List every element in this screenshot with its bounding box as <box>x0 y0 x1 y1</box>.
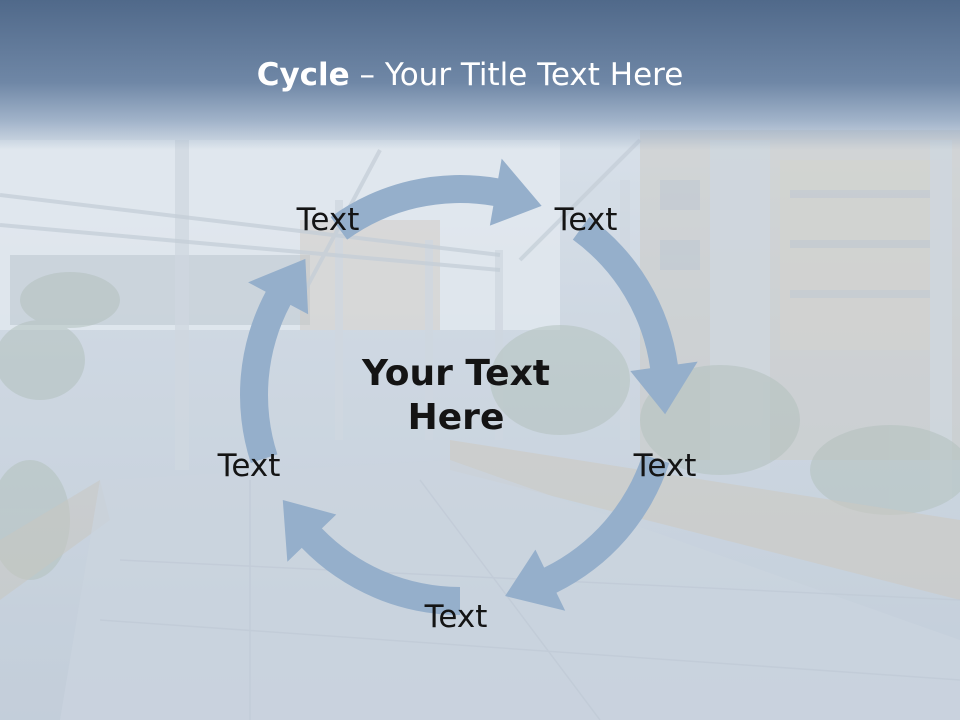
slide-title-rest: – Your Title Text Here <box>349 57 684 93</box>
cycle-arrow <box>505 454 670 611</box>
title-band <box>0 0 960 150</box>
cycle-arrow <box>330 158 542 240</box>
cycle-node-label: Text <box>217 448 281 484</box>
cycle-node-label: Text <box>633 448 697 484</box>
cycle-node-label: Text <box>424 599 488 635</box>
cycle-node-label: Text <box>554 202 618 238</box>
slide-title-bold: Cycle <box>256 57 350 93</box>
slide-title: Cycle – Your Title Text Here <box>0 52 940 98</box>
cycle-arrow <box>282 500 460 615</box>
cycle-arrow <box>239 258 309 463</box>
cycle-node-label: Text <box>296 202 360 238</box>
center-text: Your Text Here <box>361 353 551 438</box>
cycle-arrow <box>572 217 698 415</box>
